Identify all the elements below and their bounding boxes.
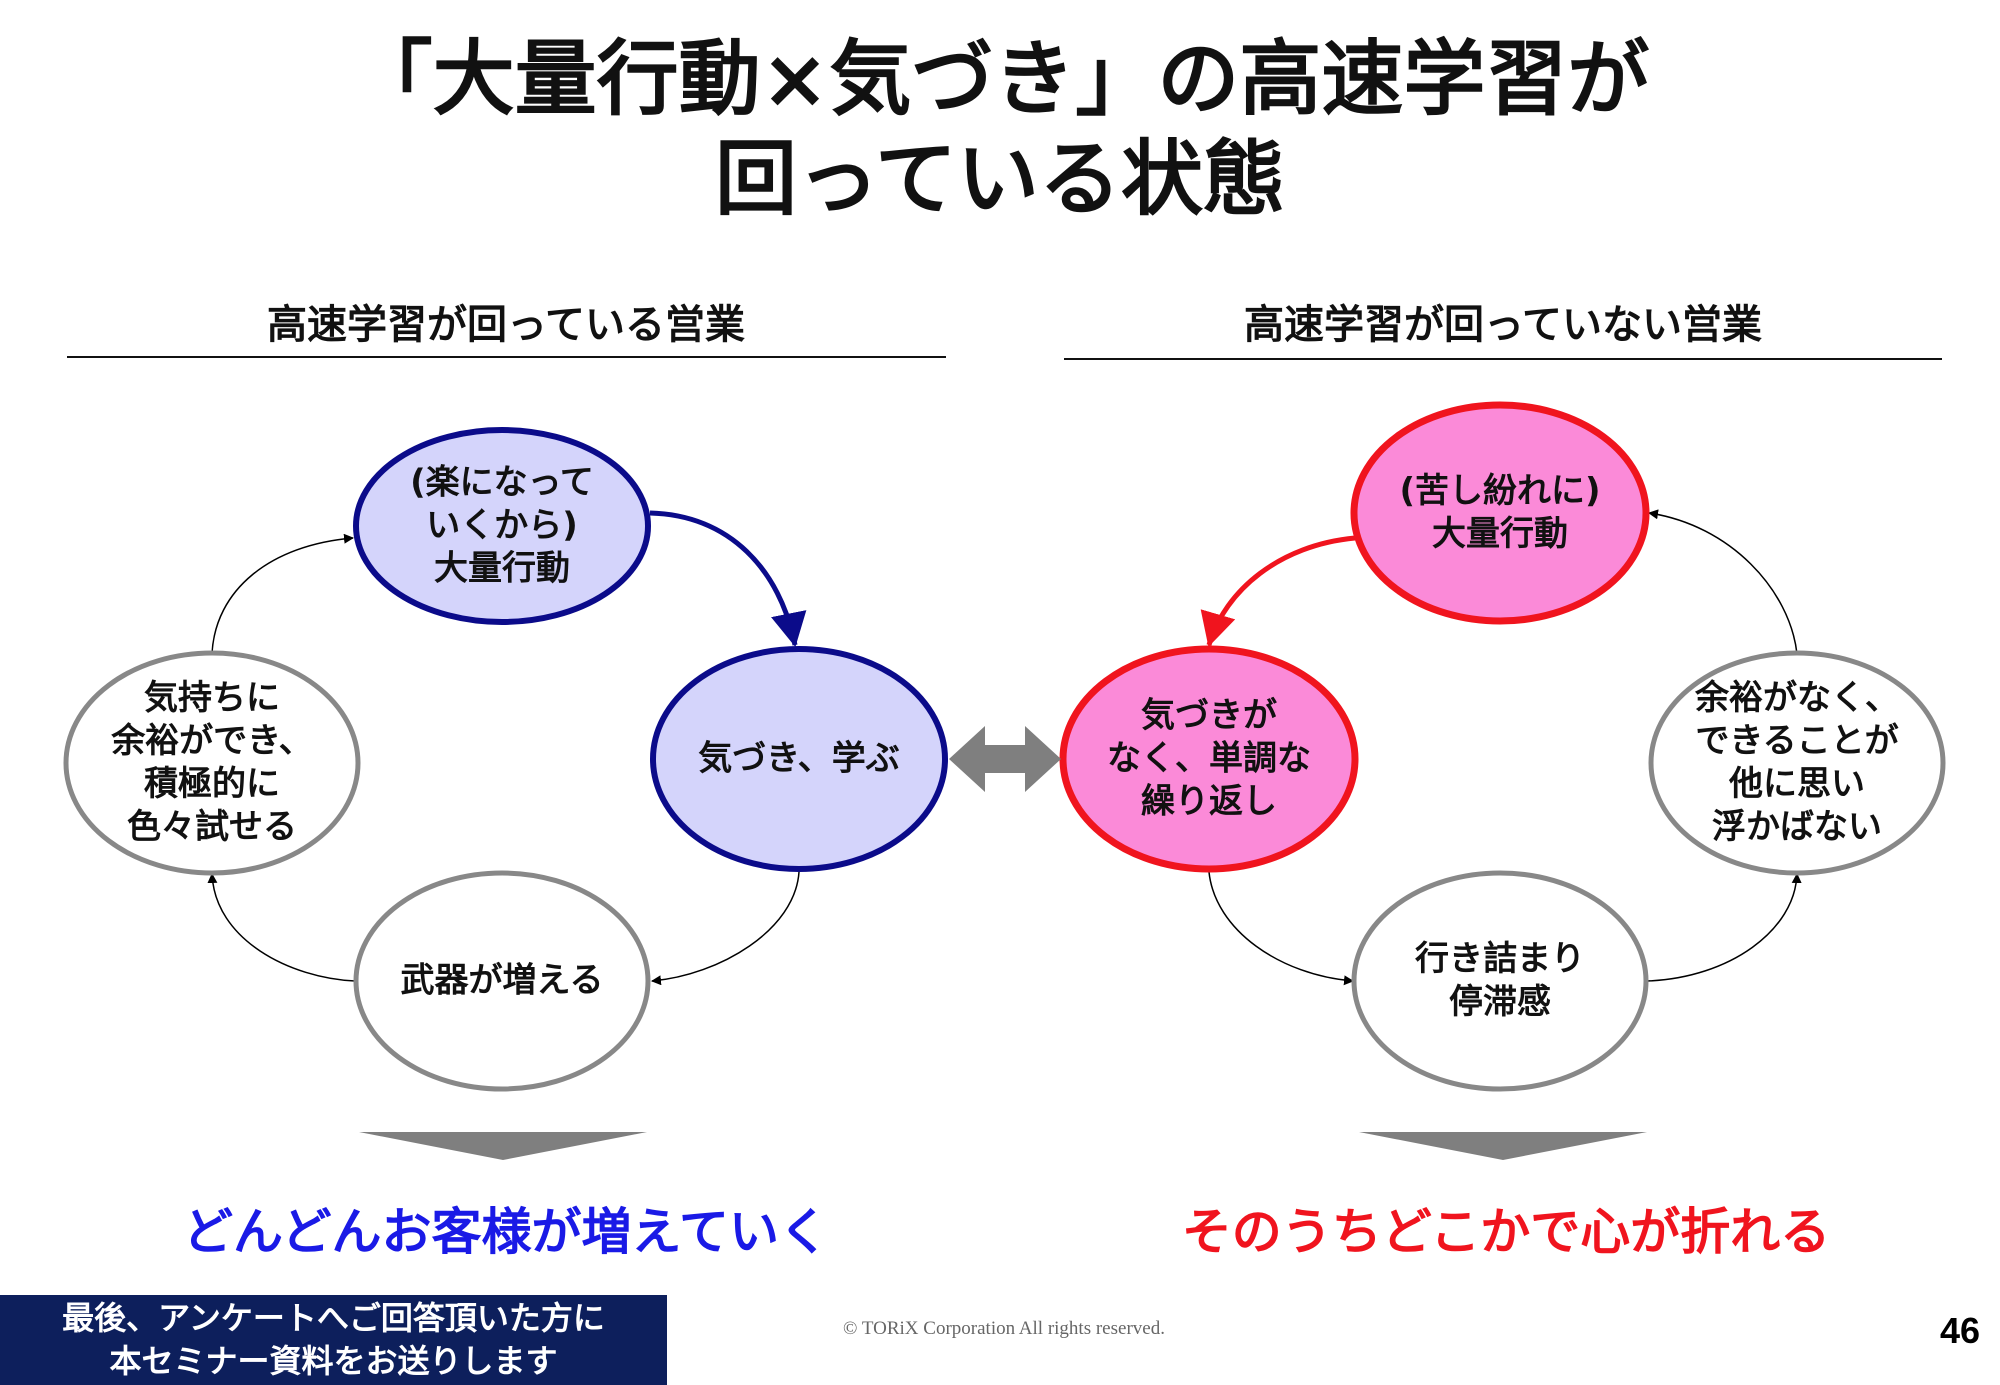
right-action-label: (苦し紛れに) 大量行動 xyxy=(1399,471,1601,554)
arrow-weapons-to-margin xyxy=(207,873,356,982)
left-conclusion: どんどんお客様が増えていく xyxy=(183,1203,829,1261)
arrow-insight-to-weapons xyxy=(651,871,800,986)
arrow-stuck-to-no-margin xyxy=(1646,873,1802,982)
arrow-no-insight-to-stuck xyxy=(1208,871,1354,986)
node-right-stuck xyxy=(1351,870,1649,1092)
node-left-weapons xyxy=(353,870,651,1092)
survey-notice-line-1: 最後、アンケートへご回答頂いた方に xyxy=(62,1299,605,1337)
comparison-double-arrow xyxy=(949,726,1061,792)
copyright: © TORiX Corporation All rights reserved. xyxy=(843,1318,1165,1339)
right-heading: 高速学習が回っていない営業 xyxy=(1244,302,1762,348)
node-left-action xyxy=(353,427,651,625)
left-margin-label: 気持ちに 余裕ができ、 積極的に 色々試せる xyxy=(111,678,313,847)
left-insight-label: 気づき、学ぶ xyxy=(698,738,900,779)
page-number: 46 xyxy=(1939,1310,1980,1351)
left-weapons-label: 武器が増える xyxy=(400,960,604,1001)
right-result-triangle xyxy=(1359,1132,1647,1160)
node-left-insight xyxy=(650,646,948,872)
left-action-label: (楽になって いくから) 大量行動 xyxy=(410,462,594,589)
right-no-margin-label: 余裕がなく、 できることが 他に思い 浮かばない xyxy=(1695,678,1899,847)
survey-notice-line-2: 本セミナー資料をお送りします xyxy=(109,1342,558,1380)
arrow-action-to-insight xyxy=(649,510,807,647)
arrow-action-to-no-insight xyxy=(1200,535,1356,647)
left-heading: 高速学習が回っている営業 xyxy=(267,302,745,348)
node-right-action xyxy=(1350,401,1650,625)
title-line-1: 「大量行動×気づき」の高速学習が xyxy=(350,32,1650,127)
node-left-margin xyxy=(63,650,361,876)
node-right-no-margin xyxy=(1648,650,1946,876)
slide-title: 「大量行動×気づき」の高速学習が 回っている状態 xyxy=(0,30,2000,230)
node-right-no-insight xyxy=(1059,645,1359,873)
right-conclusion: そのうちどこかで心が折れる xyxy=(1181,1203,1831,1261)
right-no-insight-label: 気づきが なく、単調な 繰り返し xyxy=(1107,695,1311,822)
arrow-margin-to-action xyxy=(211,533,354,655)
left-result-triangle xyxy=(359,1132,647,1160)
arrow-no-margin-to-action xyxy=(1648,509,1798,655)
title-line-2: 回っている状態 xyxy=(715,132,1285,227)
survey-notice-banner: 最後、アンケートへご回答頂いた方に 本セミナー資料をお送りします xyxy=(0,1295,667,1385)
right-stuck-label: 行き詰まり 停滞感 xyxy=(1415,939,1585,1022)
